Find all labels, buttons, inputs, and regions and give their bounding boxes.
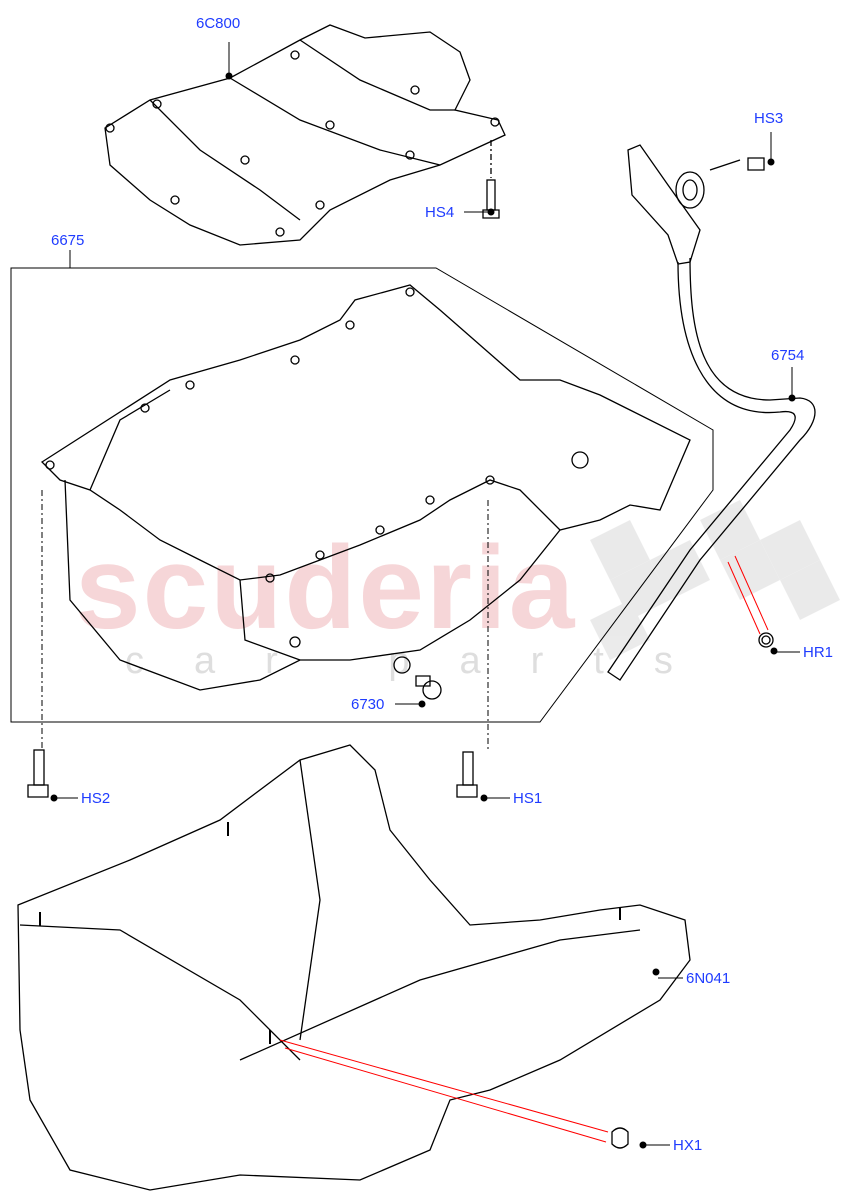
bolt-hs4	[482, 140, 500, 219]
label-hs1[interactable]: HS1	[513, 790, 543, 807]
part-6c800-baffle	[104, 24, 506, 246]
label-6c800[interactable]: 6C800	[196, 15, 241, 32]
label-6n041[interactable]: 6N041	[686, 970, 731, 987]
bolt-hs2	[27, 749, 49, 798]
checker-flag-watermark	[590, 500, 840, 660]
red-leader-lines	[279, 555, 769, 1143]
part-6675-group-box	[10, 267, 714, 723]
label-6754[interactable]: 6754	[771, 347, 805, 364]
watermark-brand: scuderia	[75, 522, 577, 654]
label-hs4[interactable]: HS4	[425, 204, 455, 221]
clip-hx1	[611, 1127, 629, 1149]
label-hs3[interactable]: HS3	[754, 110, 784, 127]
label-6675[interactable]: 6675	[51, 232, 85, 249]
part-6n041-lower-pan	[17, 744, 691, 1191]
label-hs2[interactable]: HS2	[81, 790, 111, 807]
label-6730[interactable]: 6730	[351, 696, 385, 713]
label-hx1[interactable]: HX1	[673, 1137, 703, 1154]
watermark-subtitle: car parts	[125, 640, 723, 682]
label-hr1[interactable]: HR1	[803, 644, 834, 661]
part-6675-oil-pan	[40, 284, 691, 691]
label-leaders	[50, 42, 800, 1149]
part-6754-dipstick	[607, 144, 816, 681]
plug-6730	[415, 675, 442, 700]
bolt-hs1	[456, 751, 478, 798]
